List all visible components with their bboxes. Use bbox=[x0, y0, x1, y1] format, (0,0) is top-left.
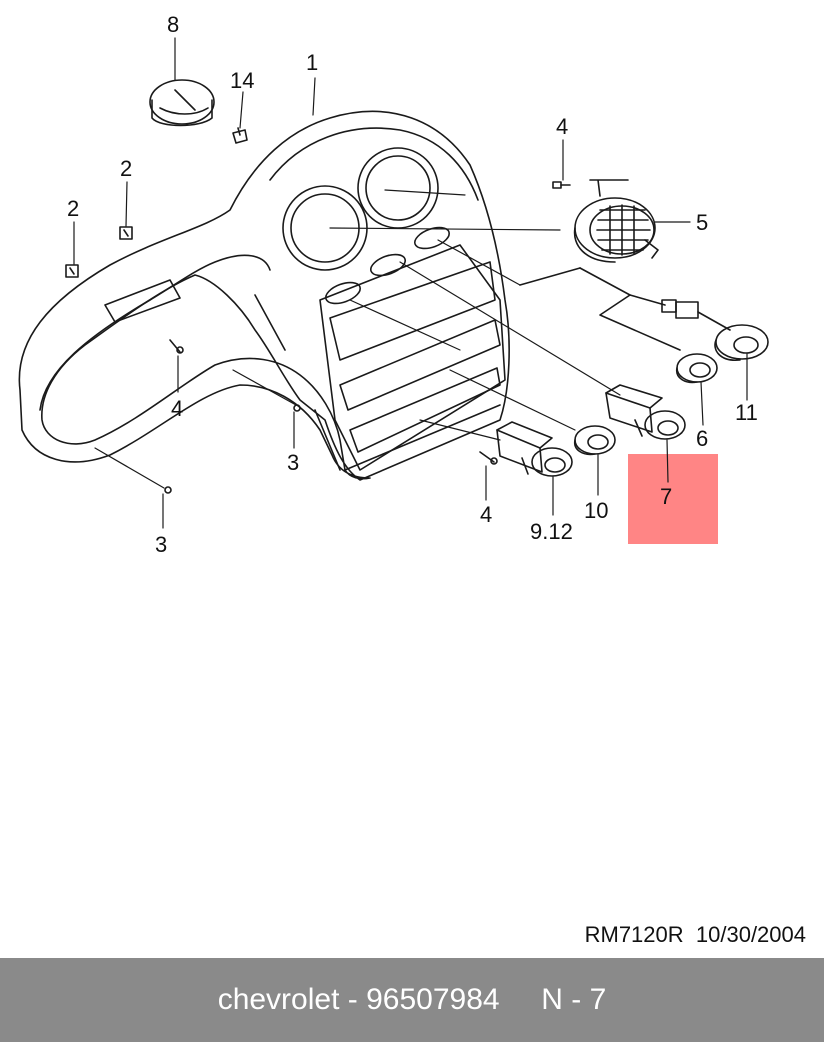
callout-2-upper: 2 bbox=[120, 156, 132, 181]
document-date: 10/30/2004 bbox=[695, 922, 806, 947]
callout-14: 14 bbox=[230, 68, 254, 93]
callout-3-middle: 3 bbox=[287, 450, 299, 475]
dashboard-panel bbox=[18, 110, 510, 481]
callout-912: 9.12 bbox=[530, 519, 573, 544]
switch-part-912 bbox=[496, 421, 573, 477]
callout-3-lower: 3 bbox=[155, 532, 167, 557]
callout-10: 10 bbox=[584, 498, 608, 523]
document-reference: RM7120R 10/30/2004 bbox=[585, 922, 806, 948]
callout-4-left: 4 bbox=[171, 396, 183, 421]
clip-part-2-lower bbox=[65, 264, 79, 278]
switch-part-7 bbox=[605, 384, 686, 440]
screw-part-3-lower bbox=[164, 486, 172, 494]
bezel-part-10 bbox=[573, 425, 616, 456]
callout-labels: 1 8 14 2 2 4 3 3 4 4 5 6 11 7 10 9.12 bbox=[67, 12, 758, 557]
callout-2-lower: 2 bbox=[67, 196, 79, 221]
screw-part-4-center bbox=[479, 451, 498, 465]
clip-part-2-upper bbox=[119, 226, 133, 240]
footer-separator: - bbox=[347, 983, 358, 1016]
clip-part-14 bbox=[232, 127, 248, 144]
footer-brand: chevrolet bbox=[217, 983, 340, 1016]
callout-4-right: 4 bbox=[556, 114, 568, 139]
screw-part-4-left bbox=[169, 339, 184, 354]
document-ref-code: RM7120R bbox=[584, 922, 684, 947]
footer-text: chevrolet - 96507984 N - 7 bbox=[218, 983, 607, 1017]
highlight-box-part-7 bbox=[628, 454, 718, 544]
callout-6: 6 bbox=[696, 426, 708, 451]
callout-1: 1 bbox=[306, 50, 318, 75]
switch-part-11 bbox=[714, 324, 769, 361]
connector-wire bbox=[519, 267, 731, 351]
callout-5: 5 bbox=[696, 210, 708, 235]
callout-7: 7 bbox=[660, 484, 672, 509]
footer-part-number: 96507984 bbox=[366, 983, 500, 1016]
leader-lines bbox=[73, 37, 748, 529]
screw-part-4-right bbox=[552, 181, 571, 189]
footer-bar: chevrolet - 96507984 N - 7 bbox=[0, 958, 824, 1042]
screw-part-3-middle bbox=[293, 404, 301, 412]
callout-11: 11 bbox=[735, 400, 758, 425]
knob-part-8 bbox=[149, 79, 215, 127]
footer-position: N - 7 bbox=[541, 983, 607, 1016]
callout-8: 8 bbox=[167, 12, 179, 37]
air-vent-part-5 bbox=[573, 179, 659, 263]
bezel-part-6 bbox=[675, 353, 718, 384]
parts-diagram: 1 8 14 2 2 4 3 3 4 4 5 6 11 7 10 9.12 bbox=[18, 12, 769, 557]
callout-4-center: 4 bbox=[480, 502, 492, 527]
